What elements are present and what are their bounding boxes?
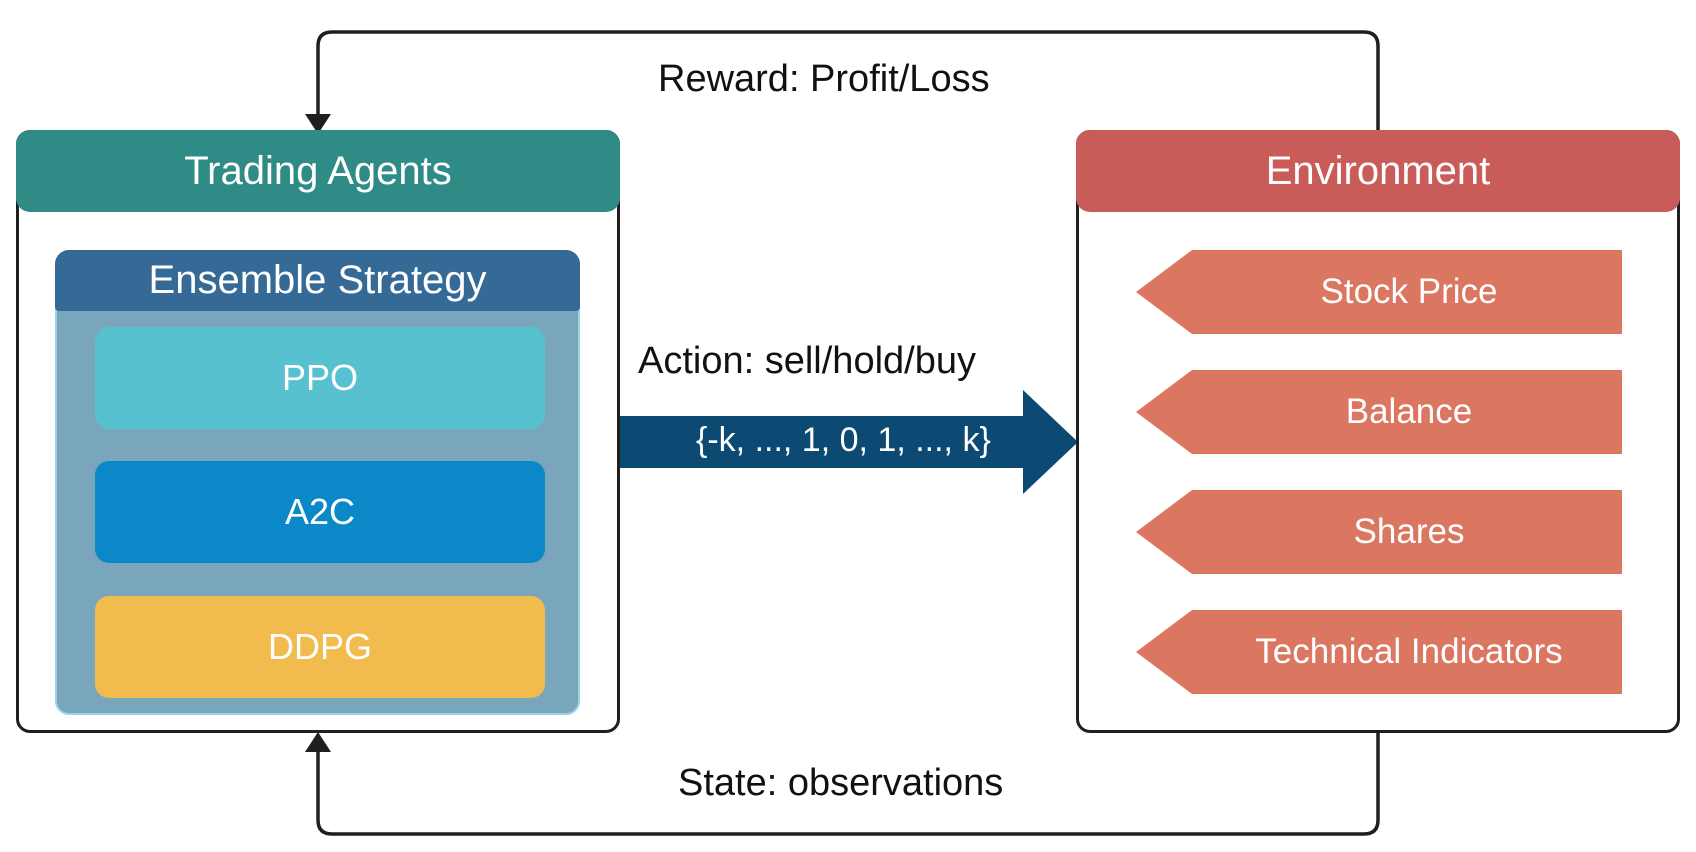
environment-item-shares: Shares: [1136, 490, 1622, 574]
environment-item-technical-indicators: Technical Indicators: [1136, 610, 1622, 694]
state-arrowhead: [305, 732, 331, 752]
env-item-shape: [1136, 250, 1622, 334]
reward-arrowhead: [305, 114, 331, 134]
state-connector: [316, 732, 1380, 836]
environment-item-label: Stock Price: [1320, 272, 1498, 311]
env-item-shape: [1136, 490, 1622, 574]
state-label: State: observations: [678, 762, 1004, 804]
algorithm-ppo: PPO: [95, 327, 545, 429]
ensemble-strategy-header: Ensemble Strategy: [55, 250, 580, 311]
action-values-label: {-k, ..., 1, 0, 1, ..., k}: [696, 421, 991, 459]
environment-header: Environment: [1076, 130, 1680, 212]
action-label: Action: sell/hold/buy: [638, 340, 976, 382]
action-arrow: [618, 390, 1078, 494]
algorithm-ddpg: DDPG: [95, 596, 545, 698]
reward-label: Reward: Profit/Loss: [658, 58, 990, 100]
environment-item-label: Shares: [1353, 512, 1465, 551]
algorithm-a2c: A2C: [95, 461, 545, 563]
reward-connector: [316, 30, 1380, 132]
environment-item-balance: Balance: [1136, 370, 1622, 454]
trading-agents-header: Trading Agents: [16, 130, 620, 212]
env-item-shape: [1136, 370, 1622, 454]
environment-item-stock-price: Stock Price: [1136, 250, 1622, 334]
env-item-shape: [1136, 610, 1622, 694]
environment-item-label: Technical Indicators: [1255, 632, 1563, 671]
environment-item-label: Balance: [1345, 392, 1473, 431]
